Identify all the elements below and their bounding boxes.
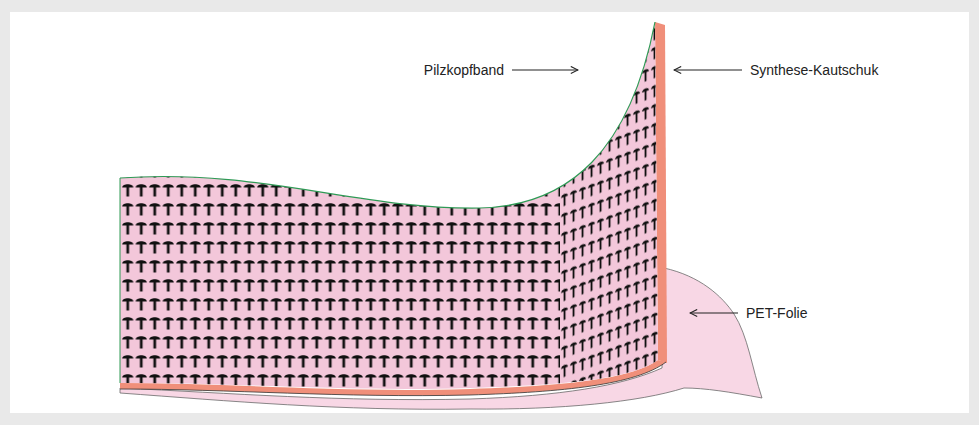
leader-arrow bbox=[690, 312, 738, 313]
tape-edge bbox=[120, 362, 666, 396]
tape-edge bbox=[120, 178, 121, 383]
mushroom-heads bbox=[120, 22, 560, 389]
tape-face bbox=[120, 22, 658, 389]
tape-edge bbox=[120, 22, 655, 208]
leader-arrow bbox=[512, 69, 578, 70]
part-label: PET-Folie bbox=[746, 305, 807, 322]
panel bbox=[10, 12, 969, 413]
part-label: Pilzkopfband bbox=[424, 62, 504, 79]
leader-arrow bbox=[674, 69, 742, 70]
part-label: Synthese-Kautschuk bbox=[750, 62, 878, 79]
mushroom-heads bbox=[560, 22, 658, 389]
